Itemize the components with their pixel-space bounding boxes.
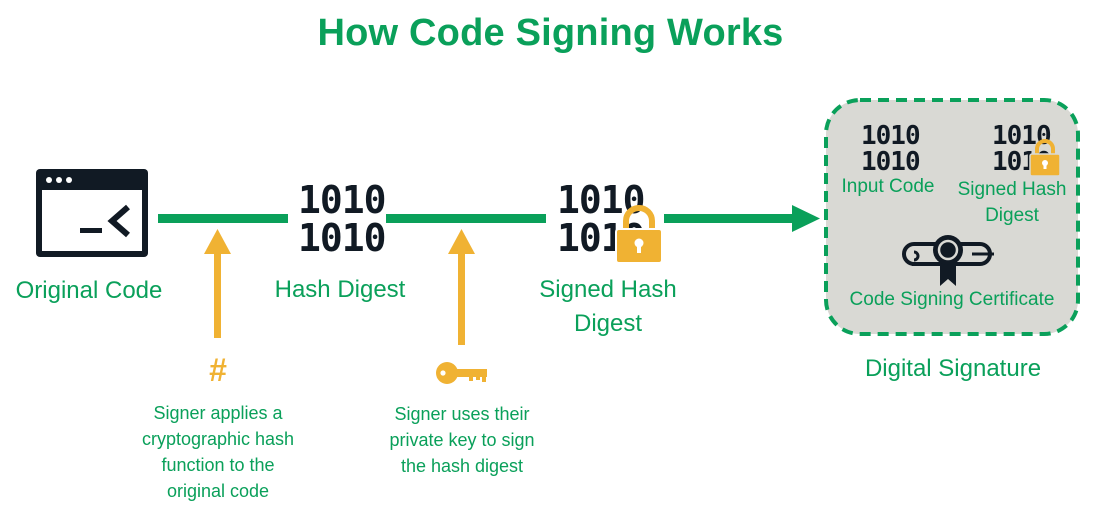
binary-line-2: 1010 (298, 216, 387, 260)
note-line: original code (166, 481, 270, 501)
note-line: function to the (161, 455, 275, 475)
arrow-shaft-key (458, 250, 465, 345)
certificate-icon (902, 235, 994, 286)
binary-line-2: 1010 (861, 147, 921, 177)
label-digital-signature: Digital Signature (864, 355, 1042, 382)
note-line: private key to sign (389, 430, 535, 450)
label-hash-digest: Hash Digest (274, 276, 406, 303)
binary-line-1: 1010 (861, 121, 921, 151)
connector-hash-to-signed (386, 214, 546, 223)
arrowhead-up-key (448, 229, 475, 254)
label-certificate: Code Signing Certificate (849, 289, 1055, 310)
connector-signed-to-signature (664, 214, 794, 223)
padlock-icon (615, 205, 663, 264)
label-signed-hash-mini-1: Signed Hash (957, 179, 1067, 200)
label-signed-hash-line-1: Signed Hash (539, 276, 677, 303)
hash-digest-binary: 1010 1010 (298, 178, 387, 260)
note-line: Signer uses their (394, 404, 530, 424)
binary-line-1: 1010 (992, 121, 1052, 151)
page-title: How Code Signing Works (317, 12, 784, 54)
label-original-code: Original Code (15, 277, 163, 304)
label-signed-hash-mini-2: Digest (985, 205, 1039, 226)
binary-line-1: 1010 (298, 178, 387, 222)
terminal-window-icon (36, 169, 148, 257)
hash-symbol-icon: # (209, 352, 227, 388)
arrowhead-right (792, 205, 820, 232)
key-icon (436, 362, 487, 384)
label-input-code: Input Code (841, 176, 935, 197)
note-private-key: Signer uses their private key to sign th… (362, 401, 562, 479)
connector-code-to-hash (158, 214, 288, 223)
padlock-icon (1029, 139, 1061, 177)
arrowhead-up-hash (204, 229, 231, 254)
note-line: the hash digest (400, 456, 524, 476)
label-signed-hash-line-2: Digest (573, 310, 643, 337)
arrow-shaft-hash (214, 250, 221, 338)
note-hash-function: Signer applies a cryptographic hash func… (118, 400, 318, 504)
input-code-binary: 1010 1010 (861, 123, 921, 175)
note-line: cryptographic hash (141, 429, 295, 449)
note-line: Signer applies a (153, 403, 283, 423)
digital-signature-box (824, 98, 1080, 336)
